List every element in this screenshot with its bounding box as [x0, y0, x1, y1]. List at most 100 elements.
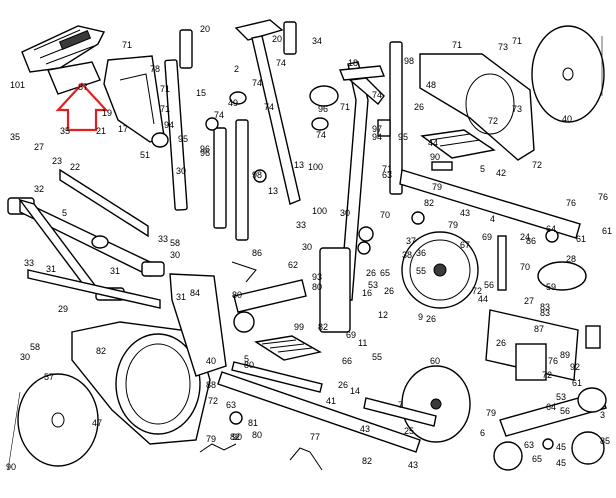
- part-label-30: 30: [170, 250, 180, 260]
- part-label-5: 5: [62, 208, 67, 218]
- front-stabilizer-frame: [7, 168, 165, 309]
- part-label-40: 40: [562, 114, 572, 124]
- part-label-64: 64: [546, 402, 556, 412]
- part-label-42: 42: [496, 168, 506, 178]
- part-label-22: 22: [70, 162, 80, 172]
- part-label-27: 27: [34, 142, 44, 152]
- part-label-11: 11: [0, 0, 9, 2]
- part-label-82: 82: [96, 346, 106, 356]
- part-label-96: 96: [318, 104, 328, 114]
- part-label-94: 94: [372, 132, 382, 142]
- flywheel: [401, 365, 471, 443]
- part-label-5: 5: [244, 354, 249, 364]
- center-post: [319, 61, 385, 333]
- part-label-82: 82: [318, 322, 328, 332]
- part-label-36: 36: [416, 248, 426, 258]
- part-label-12: 12: [378, 310, 388, 320]
- drive-pulley: [401, 231, 479, 309]
- part-label-82: 82: [230, 432, 240, 442]
- pedal-left: [254, 335, 322, 361]
- part-label-26: 26: [338, 380, 348, 390]
- part-label-5: 5: [480, 164, 485, 174]
- part-label-43: 43: [460, 208, 470, 218]
- part-label-80: 80: [252, 430, 262, 440]
- part-label-27: 27: [524, 296, 534, 306]
- part-label-101: 101: [10, 80, 25, 90]
- part-label-71: 71: [452, 40, 462, 50]
- console-assembly: [21, 25, 106, 95]
- part-label-61: 61: [572, 378, 582, 388]
- part-label-62: 62: [288, 260, 298, 270]
- part-label-80: 80: [312, 282, 322, 292]
- part-label-33: 33: [158, 234, 168, 244]
- part-label-9: 9: [418, 312, 423, 322]
- part-label-80: 80: [244, 360, 254, 370]
- part-label-1: 1: [0, 0, 5, 2]
- part-label-87: 87: [534, 324, 544, 334]
- part-label-94: 94: [164, 120, 174, 130]
- part-label-99: 99: [294, 322, 304, 332]
- part-label-40: 40: [206, 356, 216, 366]
- part-label-44: 44: [428, 138, 438, 148]
- part-label-78: 78: [150, 64, 160, 74]
- part-label-6: 6: [480, 428, 485, 438]
- part-label-17: 17: [118, 124, 128, 134]
- left-disc-cover: [17, 373, 99, 467]
- part-label-63: 63: [226, 400, 236, 410]
- part-label-26: 26: [414, 102, 424, 112]
- part-label-2: 2: [234, 64, 239, 74]
- part-label-74: 74: [316, 130, 326, 140]
- part-label-98: 98: [252, 170, 262, 180]
- part-label-87: 87: [78, 82, 88, 92]
- part-label-26: 26: [426, 314, 436, 324]
- part-label-69: 69: [482, 232, 492, 242]
- part-label-74: 74: [372, 90, 382, 100]
- part-label-16: 16: [362, 288, 372, 298]
- part-label-43: 43: [408, 460, 418, 470]
- part-label-82: 82: [424, 198, 434, 208]
- part-label-45: 45: [556, 458, 566, 468]
- part-label-72: 72: [532, 160, 542, 170]
- part-label-44: 44: [478, 294, 488, 304]
- part-label-3: 3: [600, 410, 605, 420]
- part-label-89: 89: [560, 350, 570, 360]
- part-label-79: 79: [448, 220, 458, 230]
- part-label-74: 74: [252, 78, 262, 88]
- right-disc-cover: [531, 25, 605, 123]
- part-label-26: 26: [366, 268, 376, 278]
- part-label-28: 28: [566, 254, 576, 264]
- part-label-65: 65: [532, 454, 542, 464]
- part-label-74: 74: [264, 102, 274, 112]
- right-shroud: [419, 53, 535, 161]
- part-label-26: 26: [496, 338, 506, 348]
- part-label-13: 13: [268, 186, 278, 196]
- part-label-96: 96: [200, 144, 210, 154]
- part-label-79: 79: [206, 434, 216, 444]
- part-label-72: 72: [208, 396, 218, 406]
- part-label-80: 80: [232, 290, 242, 300]
- part-label-30: 30: [20, 352, 30, 362]
- part-label-71: 71: [122, 40, 132, 50]
- part-label-19: 19: [102, 108, 112, 118]
- part-label-41: 41: [326, 396, 336, 406]
- highlight-arrow: [55, 82, 109, 132]
- part-label-26: 26: [0, 0, 10, 2]
- part-label-95: 95: [178, 134, 188, 144]
- part-label-65: 65: [380, 268, 390, 278]
- part-label-11: 11: [358, 338, 367, 348]
- part-label-51: 51: [140, 150, 150, 160]
- part-label-14: 14: [350, 386, 360, 396]
- part-label-21: 21: [96, 126, 106, 136]
- part-label-83: 83: [540, 302, 550, 312]
- part-label-61: 61: [602, 226, 612, 236]
- part-label-76: 76: [548, 356, 558, 366]
- part-label-31: 31: [176, 292, 186, 302]
- part-label-4: 4: [490, 214, 495, 224]
- part-label-24: 24: [520, 232, 530, 242]
- part-label-30: 30: [302, 242, 312, 252]
- part-label-56: 56: [560, 406, 570, 416]
- part-label-31: 31: [110, 266, 120, 276]
- rear-frame: [485, 261, 607, 471]
- left-shroud: [71, 321, 211, 445]
